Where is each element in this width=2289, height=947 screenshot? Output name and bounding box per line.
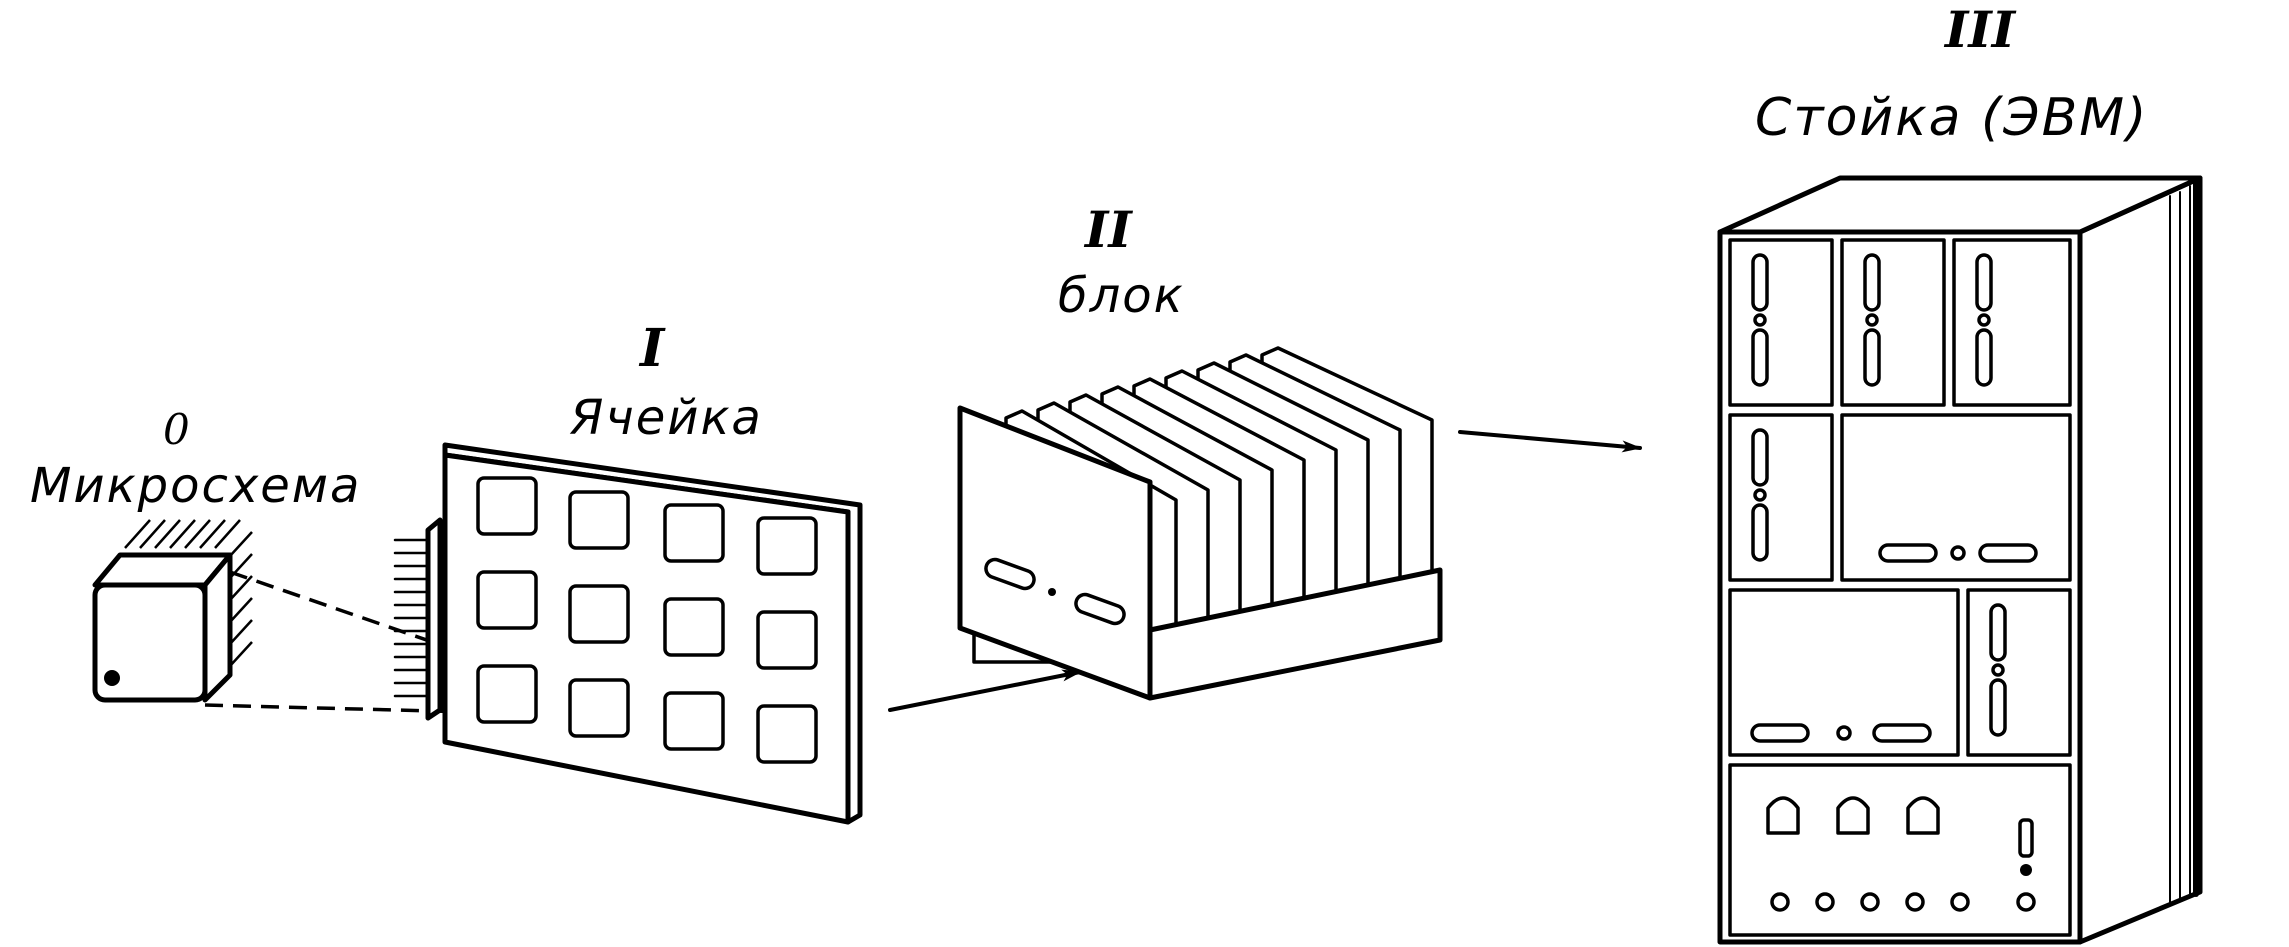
rack-control-panel bbox=[1766, 796, 2036, 912]
stage-1-label: Ячейка bbox=[570, 390, 763, 446]
rack-side-shading bbox=[2169, 179, 2199, 906]
arrow-block-to-rack bbox=[1458, 430, 1642, 453]
board-chips bbox=[476, 476, 818, 764]
stage-2-label: блок bbox=[1058, 268, 1185, 324]
microchip-hatching bbox=[124, 519, 253, 667]
rack-indicators bbox=[1751, 253, 2007, 737]
stage-3-label: Стойка (ЭВМ) bbox=[1755, 88, 2149, 148]
stage-0-numeral: 0 bbox=[163, 405, 190, 454]
rack-horizontal-indicators bbox=[1750, 543, 2038, 743]
rack-modules bbox=[1728, 238, 2072, 937]
stage-2-numeral: II bbox=[1085, 200, 1132, 259]
stage-1-numeral: I bbox=[640, 318, 665, 379]
rack-drawing bbox=[1717, 175, 2203, 945]
stage-3-numeral: III bbox=[1945, 0, 2016, 59]
cell-board-drawing bbox=[393, 442, 863, 825]
arrow-cell-to-block bbox=[888, 669, 1082, 712]
block-drawing bbox=[957, 346, 1443, 701]
stage-0-label: Микросхема bbox=[30, 458, 362, 514]
microchip-drawing bbox=[92, 519, 253, 703]
connector-pins bbox=[393, 538, 430, 698]
